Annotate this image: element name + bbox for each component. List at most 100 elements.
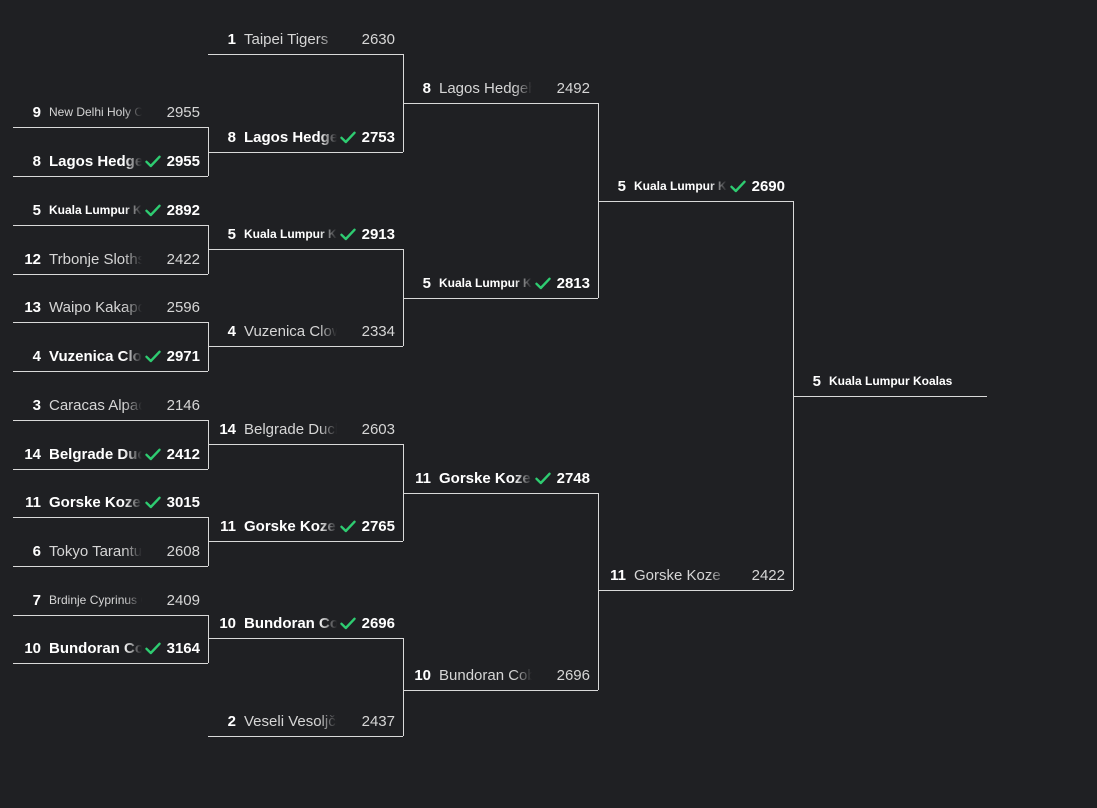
check-icon <box>144 448 162 461</box>
check-icon <box>144 204 162 217</box>
check-icon <box>339 131 357 144</box>
team-name: Taipei Tigers <box>244 30 337 48</box>
seed-number: 10 <box>414 666 431 684</box>
seed-number: 5 <box>32 201 41 219</box>
check-icon <box>339 228 357 241</box>
score-value: 2753 <box>361 128 395 146</box>
seed-number: 10 <box>24 639 41 657</box>
team-name: Tokyo Tarantulas <box>49 542 142 560</box>
seed-number: 14 <box>219 420 236 438</box>
check-icon <box>339 617 357 630</box>
seed-number: 11 <box>220 517 236 535</box>
check-icon <box>144 155 162 168</box>
seed-number: 11 <box>415 469 431 487</box>
seed-number: 11 <box>610 566 626 584</box>
check-icon <box>144 642 162 655</box>
score-value: 2146 <box>166 396 200 414</box>
team-name: Bundoran Cobras <box>49 639 142 657</box>
team-name: Lagos Hedgehogs <box>244 128 337 146</box>
score-value: 2813 <box>556 274 590 292</box>
team-name: Lagos Hedgehogs <box>49 152 142 170</box>
team-name: Kuala Lumpur Koalas <box>244 227 337 241</box>
score-value: 2696 <box>361 614 395 632</box>
score-value: 2748 <box>556 469 590 487</box>
score-value: 2492 <box>556 79 590 97</box>
bracket-slot[interactable]: 7 Brdinje Cyprinus Carpio 2409 <box>13 588 208 612</box>
team-name: Gorske Koze <box>244 517 337 535</box>
seed-number: 9 <box>32 103 41 121</box>
score-value: 2971 <box>166 347 200 365</box>
score-value: 2608 <box>166 542 200 560</box>
bracket-slot[interactable]: 8 Lagos Hedgehogs 2753 <box>208 125 403 149</box>
seed-number: 4 <box>32 347 41 365</box>
score-value: 2955 <box>166 103 200 121</box>
seed-number: 5 <box>422 274 431 292</box>
bracket-slot[interactable]: 9 New Delhi Holy Cows 2955 <box>13 100 208 124</box>
check-icon <box>339 520 357 533</box>
seed-number: 5 <box>617 177 626 195</box>
check-icon <box>729 180 747 193</box>
score-value: 2437 <box>361 712 395 730</box>
bracket-slot[interactable]: 8 Lagos Hedgehogs 2955 <box>13 149 208 173</box>
seed-number: 4 <box>227 322 236 340</box>
score-value: 2409 <box>166 591 200 609</box>
score-value: 2412 <box>166 445 200 463</box>
check-icon <box>144 350 162 363</box>
score-value: 3164 <box>166 639 200 657</box>
bracket-slot[interactable]: 5 Kuala Lumpur Koalas 2913 <box>208 222 403 246</box>
seed-number: 2 <box>227 712 236 730</box>
check-icon <box>144 496 162 509</box>
team-name: Gorske Koze <box>49 493 142 511</box>
seed-number: 7 <box>32 591 41 609</box>
bracket-slot[interactable]: 10 Bundoran Cobras 2696 <box>403 663 598 687</box>
score-value: 2955 <box>166 152 200 170</box>
score-value: 2765 <box>361 517 395 535</box>
seed-number: 13 <box>24 298 41 316</box>
team-name: Kuala Lumpur Koalas <box>634 179 727 193</box>
seed-number: 11 <box>25 493 41 511</box>
check-icon <box>534 277 552 290</box>
seed-number: 8 <box>227 128 236 146</box>
score-value: 3015 <box>166 493 200 511</box>
bracket-slot[interactable]: 11 Gorske Koze 2765 <box>208 514 403 538</box>
score-value: 2913 <box>361 225 395 243</box>
team-name: New Delhi Holy Cows <box>49 105 142 119</box>
score-value: 2696 <box>556 666 590 684</box>
team-name: Bundoran Cobras <box>244 614 337 632</box>
seed-number: 5 <box>812 372 821 390</box>
check-icon <box>534 472 552 485</box>
bracket-slot[interactable]: 11 Gorske Koze 3015 <box>13 490 208 514</box>
seed-number: 8 <box>32 152 41 170</box>
team-name: Brdinje Cyprinus Carpio <box>49 593 142 607</box>
team-name: Bundoran Cobras <box>439 666 532 684</box>
score-value: 2334 <box>361 322 395 340</box>
bracket-slot[interactable]: 4 Vuzenica Clowns 2971 <box>13 344 208 368</box>
bracket-slot[interactable]: 10 Bundoran Cobras 3164 <box>13 636 208 660</box>
seed-number: 12 <box>24 250 41 268</box>
team-name: Waipo Kakapos <box>49 298 142 316</box>
team-name: Vuzenica Clowns <box>49 347 142 365</box>
score-value: 2422 <box>166 250 200 268</box>
seed-number: 5 <box>227 225 236 243</box>
score-value: 2603 <box>361 420 395 438</box>
seed-number: 3 <box>32 396 41 414</box>
score-value: 2892 <box>166 201 200 219</box>
